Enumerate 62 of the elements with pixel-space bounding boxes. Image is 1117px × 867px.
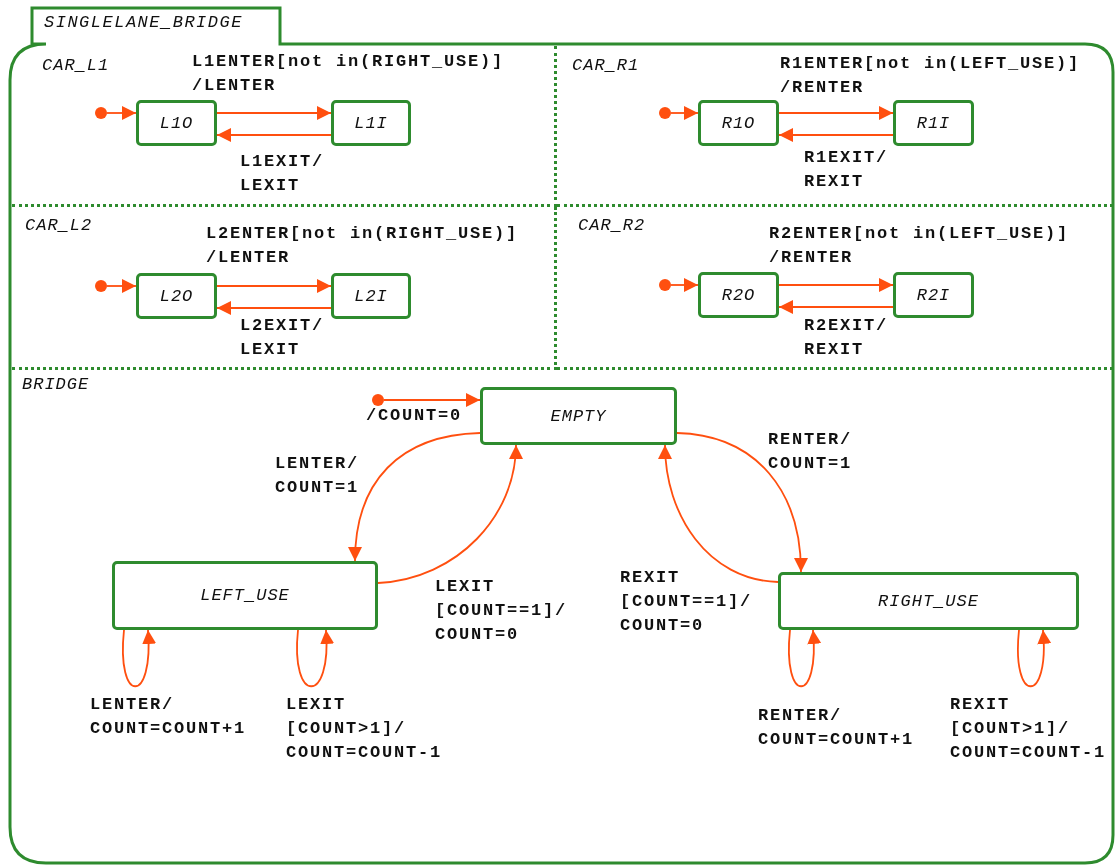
transition-label: REXIT [COUNT==1]/ COUNT=0 <box>620 567 754 637</box>
transition-label: LEXIT [COUNT>1]/ COUNT=COUNT-1 <box>286 694 444 764</box>
transition-arrow <box>778 300 894 314</box>
state-box: RIGHT_USE <box>778 572 1079 630</box>
state-box: L1O <box>136 100 217 146</box>
region-label: CAR_L2 <box>25 216 93 235</box>
state-box: R2I <box>893 272 974 318</box>
state-box: LEFT_USE <box>112 561 378 630</box>
state-box: L2O <box>136 273 217 319</box>
transition-arrow <box>778 128 894 142</box>
self-transition-arrow <box>1017 629 1051 688</box>
state-box: EMPTY <box>480 387 677 445</box>
transition-arrow <box>670 278 699 292</box>
initial-state-dot <box>95 107 107 119</box>
transition-label: R2ENTER[not in(LEFT_USE)] /RENTER <box>769 223 1071 269</box>
transition-label: L1ENTER[not in(RIGHT_USE)] /LENTER <box>192 51 506 97</box>
state-box: L2I <box>331 273 411 319</box>
transition-label: LENTER/ COUNT=COUNT+1 <box>90 694 248 740</box>
region-label: CAR_R1 <box>572 56 640 75</box>
transition-arrow <box>216 128 332 142</box>
transition-label: R1ENTER[not in(LEFT_USE)] /RENTER <box>780 53 1082 99</box>
transition-label: REXIT [COUNT>1]/ COUNT=COUNT-1 <box>950 694 1108 764</box>
transition-label: LENTER/ COUNT=1 <box>275 453 360 499</box>
transition-arrow <box>778 106 894 120</box>
transition-label: L1EXIT/ LEXIT <box>240 151 325 197</box>
transition-label: L2EXIT/ LEXIT <box>240 315 325 361</box>
transition-arrow <box>377 444 523 584</box>
transition-label: LEXIT [COUNT==1]/ COUNT=0 <box>435 576 569 646</box>
region-label: BRIDGE <box>22 375 90 394</box>
initial-state-dot <box>95 280 107 292</box>
initial-state-dot <box>659 107 671 119</box>
region-label: CAR_L1 <box>42 56 110 75</box>
transition-arrow <box>383 393 481 407</box>
transition-label: R2EXIT/ REXIT <box>804 315 889 361</box>
transition-arrow <box>670 106 699 120</box>
initial-state-dot <box>659 279 671 291</box>
transition-label: RENTER/ COUNT=1 <box>768 429 853 475</box>
region-label: CAR_R2 <box>578 216 646 235</box>
transition-label: R1EXIT/ REXIT <box>804 147 889 193</box>
transition-arrow <box>106 279 137 293</box>
self-transition-arrow <box>788 629 821 688</box>
initial-state-dot <box>372 394 384 406</box>
transition-arrow <box>106 106 137 120</box>
transition-arrow <box>216 279 332 293</box>
region-panel <box>12 46 557 207</box>
state-box: R2O <box>698 272 779 318</box>
self-transition-arrow <box>296 629 334 688</box>
region-panel <box>12 207 557 370</box>
transition-arrow <box>216 301 332 315</box>
transition-arrow <box>778 278 894 292</box>
transition-arrow <box>658 444 779 583</box>
transition-arrow <box>216 106 332 120</box>
transition-label: RENTER/ COUNT=COUNT+1 <box>758 705 916 751</box>
state-box: L1I <box>331 100 411 146</box>
self-transition-arrow <box>122 629 156 688</box>
transition-arrow <box>348 432 481 562</box>
transition-label: /COUNT=0 <box>366 405 463 427</box>
state-title: SINGLELANE_BRIDGE <box>44 13 243 32</box>
transition-arrow <box>676 432 808 573</box>
state-box: R1I <box>893 100 974 146</box>
state-box: R1O <box>698 100 779 146</box>
transition-label: L2ENTER[not in(RIGHT_USE)] /LENTER <box>206 223 520 269</box>
